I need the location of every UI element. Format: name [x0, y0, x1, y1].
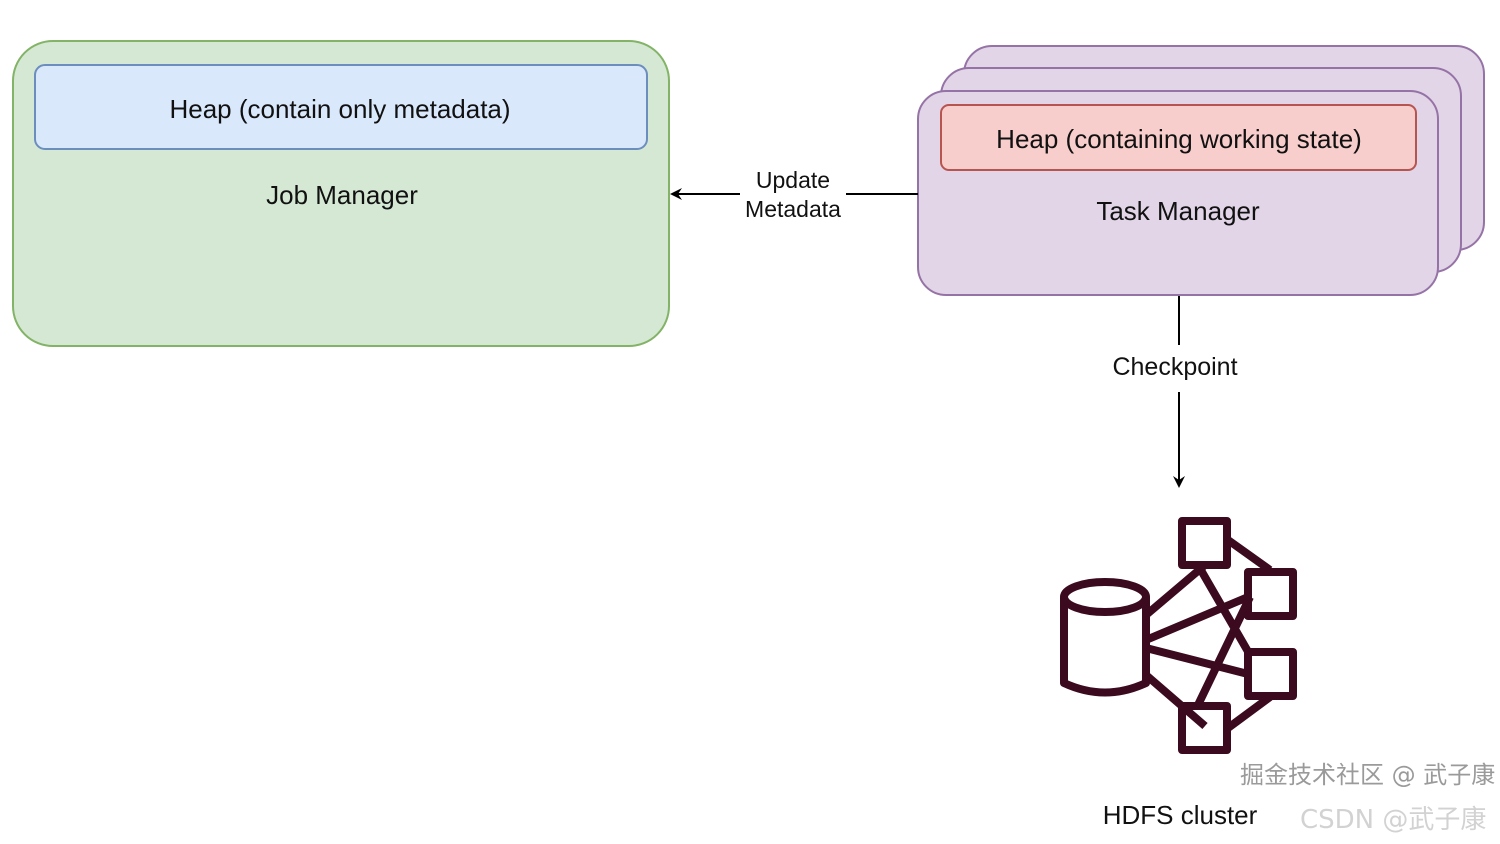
job-heap-box [34, 64, 648, 150]
update-label: Update [756, 167, 830, 193]
metadata-label: Metadata [745, 196, 841, 222]
hdfs-cluster-icon [1060, 517, 1297, 754]
checkpoint-label: Checkpoint [1112, 353, 1237, 381]
watermark-secondary: CSDN @武子康 [1300, 805, 1487, 835]
hdfs-label: HDFS cluster [1103, 800, 1258, 830]
task-heap-box [940, 104, 1417, 171]
job-manager-label: Job Manager [266, 180, 418, 210]
task-manager-label: Task Manager [1096, 196, 1260, 226]
job-heap-label: Heap (contain only metadata) [169, 94, 510, 124]
watermark-primary: 掘金技术社区 @ 武子康 [1240, 761, 1496, 789]
task-heap-label: Heap (containing working state) [996, 124, 1362, 154]
